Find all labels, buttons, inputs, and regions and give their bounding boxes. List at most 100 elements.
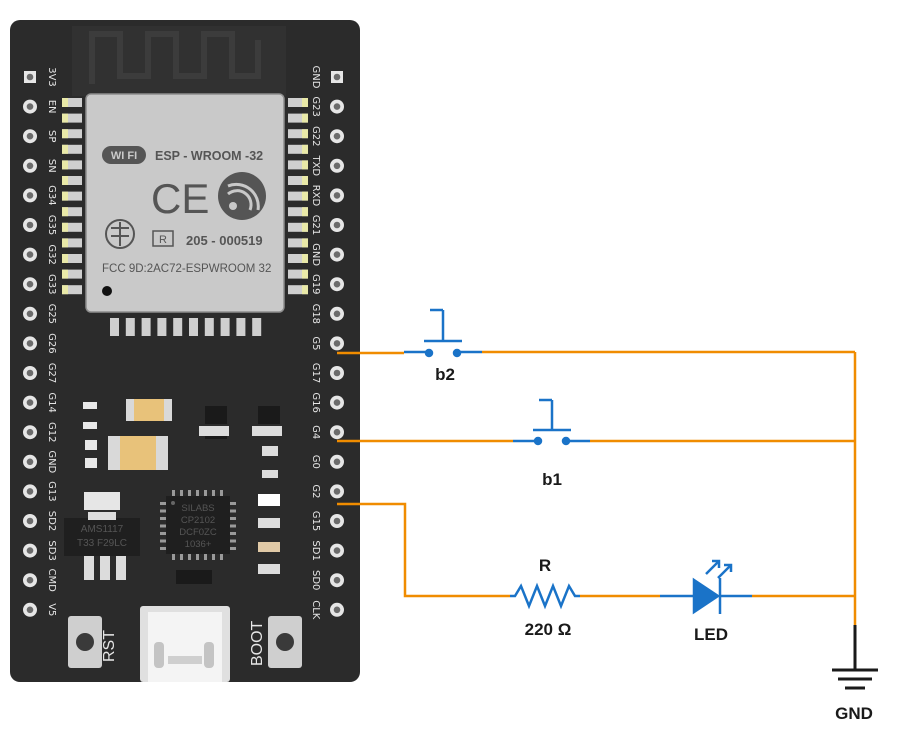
label-b1: b1 bbox=[542, 470, 562, 489]
right-pin-label: SD1 bbox=[310, 540, 321, 560]
left-pin-label: G13 bbox=[46, 481, 57, 501]
pushbutton-b1 bbox=[513, 398, 590, 446]
left-pin-g14: G14 bbox=[23, 392, 57, 413]
left-pin-label: V5 bbox=[46, 603, 57, 616]
right-pin-txd: TXD bbox=[310, 154, 344, 176]
left-pin-g26: G26 bbox=[23, 333, 57, 354]
wires bbox=[337, 350, 857, 625]
left-pin-label: SD3 bbox=[46, 540, 57, 560]
left-pin-g25: G25 bbox=[23, 304, 57, 324]
right-header-pins: GNDG23G22TXDRXDG21GNDG19G18G5G17G16G4G0G… bbox=[310, 66, 344, 620]
right-pin-label: TXD bbox=[310, 154, 321, 176]
boot-label: BOOT bbox=[249, 620, 266, 666]
right-pin-label: G5 bbox=[310, 336, 321, 350]
left-pin-sn: SN bbox=[23, 158, 57, 173]
right-pin-g21: G21 bbox=[310, 215, 344, 235]
right-pin-g22: G22 bbox=[310, 126, 344, 146]
label-resistor: R bbox=[539, 556, 551, 575]
label-b2: b2 bbox=[435, 365, 455, 384]
led bbox=[660, 559, 752, 615]
left-pin-label: G33 bbox=[46, 274, 57, 294]
right-pin-label: SD0 bbox=[310, 570, 321, 590]
right-pin-label: G0 bbox=[310, 455, 321, 469]
left-pin-sp: SP bbox=[23, 129, 57, 144]
right-pin-sd1: SD1 bbox=[310, 540, 344, 561]
right-pin-g15: G15 bbox=[310, 511, 344, 531]
module-name: ESP - WROOM -32 bbox=[155, 149, 263, 163]
left-pin-label: SP bbox=[46, 130, 57, 142]
module-pads bbox=[62, 98, 308, 295]
ce-mark: CE bbox=[151, 175, 209, 222]
left-pin-g27: G27 bbox=[23, 363, 57, 383]
left-pin-cmd: CMD bbox=[23, 569, 57, 593]
left-pin-sd3: SD3 bbox=[23, 540, 57, 561]
right-pin-label: G22 bbox=[310, 126, 321, 146]
rst-label: RST bbox=[101, 630, 118, 662]
resistor-r bbox=[510, 582, 580, 610]
right-pin-label: G19 bbox=[310, 274, 321, 294]
left-pin-g13: G13 bbox=[23, 481, 57, 502]
left-pin-g12: G12 bbox=[23, 422, 57, 442]
left-pin-g32: G32 bbox=[23, 244, 57, 265]
left-pin-gnd: GND bbox=[23, 450, 57, 474]
right-pin-g23: G23 bbox=[310, 96, 344, 117]
left-pin-label: G32 bbox=[46, 244, 57, 264]
micro-usb-port bbox=[140, 606, 230, 682]
antenna-trace bbox=[89, 31, 261, 84]
right-pin-g19: G19 bbox=[310, 274, 344, 294]
right-pin-g0: G0 bbox=[310, 455, 344, 469]
ground-symbol bbox=[832, 625, 878, 690]
right-pin-rxd: RXD bbox=[310, 185, 344, 206]
right-pin-label: G17 bbox=[310, 363, 321, 383]
usb-chip-line-1: SILABS bbox=[181, 503, 214, 514]
right-pin-label: GND bbox=[310, 243, 321, 266]
usb-chip-line-2: CP2102 bbox=[181, 515, 215, 526]
smd-components bbox=[83, 399, 282, 584]
label-resistor-value: 220 Ω bbox=[525, 620, 572, 639]
espressif-logo bbox=[218, 172, 266, 220]
wifi-logo-text: WI FI bbox=[111, 150, 137, 162]
right-pin-label: CLK bbox=[310, 600, 321, 620]
left-pin-3v3: 3V3 bbox=[24, 67, 57, 87]
left-pin-label: G35 bbox=[46, 215, 57, 235]
right-pin-label: G2 bbox=[310, 484, 321, 498]
right-pin-sd0: SD0 bbox=[310, 570, 344, 590]
left-pin-label: GND bbox=[46, 450, 57, 473]
left-pin-label: SN bbox=[46, 159, 57, 173]
left-pin-label: G34 bbox=[46, 185, 57, 205]
usb-chip-line-3: DCF0ZC bbox=[179, 527, 217, 538]
left-pin-label: G25 bbox=[46, 304, 57, 324]
regulator-label-2: T33 F29LC bbox=[77, 538, 127, 549]
right-pin-g16: G16 bbox=[310, 392, 344, 413]
pushbutton-b2 bbox=[404, 308, 482, 358]
right-pin-g17: G17 bbox=[310, 363, 344, 383]
left-pin-label: CMD bbox=[46, 569, 57, 593]
right-pin-gnd: GND bbox=[310, 243, 344, 266]
left-pin-label: G27 bbox=[46, 363, 57, 383]
left-pin-label: G26 bbox=[46, 333, 57, 353]
right-pin-g2: G2 bbox=[310, 484, 344, 498]
right-pin-label: GND bbox=[310, 66, 321, 89]
regulator-label-1: AMS1117 bbox=[81, 524, 124, 535]
right-pin-g4: G4 bbox=[310, 425, 344, 439]
usb-chip-line-4: 1036+ bbox=[185, 539, 212, 550]
left-header-pins: 3V3ENSPSNG34G35G32G33G25G26G27G14G12GNDG… bbox=[23, 67, 57, 617]
boot-button: BOOT bbox=[249, 616, 302, 668]
reg-box bbox=[152, 230, 174, 247]
esp32-board: WI FI ESP - WROOM -32 CE R 205 - 000519 … bbox=[10, 20, 360, 682]
left-pin-g33: G33 bbox=[23, 274, 57, 294]
left-pin-label: G12 bbox=[46, 422, 57, 442]
left-pin-g35: G35 bbox=[23, 215, 57, 235]
right-pin-label: G15 bbox=[310, 511, 321, 531]
usb-uart-chip: SILABS CP2102 DCF0ZC 1036+ bbox=[160, 490, 236, 560]
label-led: LED bbox=[694, 625, 728, 644]
left-pin-label: 3V3 bbox=[46, 67, 57, 87]
label-gnd: GND bbox=[835, 704, 873, 723]
fcc-id: FCC 9D:2AC72-ESPWROOM 32 bbox=[102, 263, 271, 275]
left-pin-sd2: SD2 bbox=[23, 511, 57, 531]
rst-button: RST bbox=[68, 616, 118, 668]
right-pin-label: G4 bbox=[310, 425, 321, 439]
voltage-regulator: AMS1117 T33 F29LC bbox=[64, 512, 140, 580]
